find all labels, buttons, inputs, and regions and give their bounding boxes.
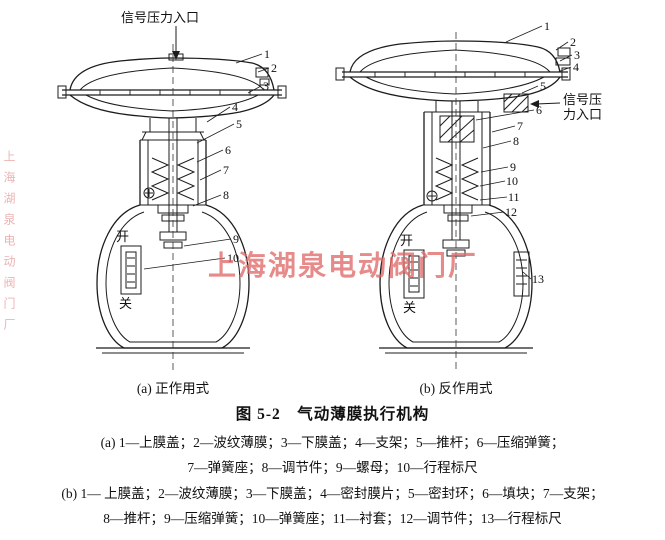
figure-b-packing-block	[439, 115, 475, 143]
callout-b-12: 12	[505, 205, 517, 219]
callout-a-10: 10	[227, 251, 239, 265]
actuator-diagram: 1 2 3 4 5 6 7 8 9 10 开 关	[57, 19, 580, 372]
figure-a-inlet-arrow	[168, 26, 184, 61]
figure-title: 图 5-2 气动薄膜执行机构	[235, 406, 430, 423]
callout-b-5: 5	[540, 79, 546, 93]
figure-b-diaphragm-chamber	[335, 40, 571, 102]
callout-b-9: 9	[510, 160, 516, 174]
figure-b-caption: (b) 反作用式	[419, 381, 493, 396]
callout-b-7: 7	[517, 119, 523, 133]
callout-a-1: 1	[264, 47, 270, 61]
figure-b-drawing	[335, 25, 573, 372]
callout-b-11: 11	[508, 190, 520, 204]
figure-b-indicator-window	[403, 249, 425, 299]
figure-b-bolt	[426, 190, 438, 202]
figure-b-spring	[434, 157, 480, 201]
callout-b-8: 8	[513, 134, 519, 148]
legend-line-a1: (a) 1—上膜盖；2—波纹薄膜；3—下膜盖；4—支架；5—推杆；6—压缩弹簧；	[100, 435, 565, 450]
legend-line-b2: 8—推杆；9—压缩弹簧；10—弹簧座；11—衬套；12—调节件；13—行程标尺	[103, 511, 562, 526]
figure-a-inlet-label: 信号压力入口	[121, 10, 200, 25]
figure-a-spring	[150, 157, 196, 201]
legend-line-b1: (b) 1— 上膜盖；2—波纹薄膜；3—下膜盖；4—密封膜片；5—密封环；6—填…	[61, 486, 604, 501]
figure-b-callouts: 1 2 3 4 5 6 7 8 9 10 11 12 13 开 关	[400, 19, 580, 315]
figure-a-diaphragm-chamber	[57, 57, 287, 119]
figure-b-leader-lines	[470, 25, 573, 280]
legend-line-a2: 7—弹簧座；8—调节件；9—螺母；10—行程标尺	[187, 460, 478, 475]
callout-a-8: 8	[223, 188, 229, 202]
figure-b-close-label: 关	[403, 300, 416, 315]
figure-a-drawing	[57, 26, 287, 372]
figure-a-bolt	[143, 187, 155, 199]
figure-a-open-label: 开	[116, 229, 129, 244]
callout-a-3: 3	[263, 79, 269, 93]
figure-a-callouts: 1 2 3 4 5 6 7 8 9 10 开 关	[116, 47, 277, 311]
figure-b-spring-seat	[443, 204, 473, 214]
callout-b-2: 2	[570, 35, 576, 49]
flange-bolt-ticks-b	[374, 72, 526, 77]
callout-b-1: 1	[544, 19, 550, 33]
callout-b-13: 13	[532, 272, 544, 286]
callout-b-10: 10	[506, 174, 518, 188]
figure-b-inlet-label-line2: 力入口	[563, 107, 603, 122]
figure-a-travel-scale	[120, 245, 142, 295]
callout-b-4: 4	[573, 60, 579, 74]
figure-b-inlet-fitting	[503, 93, 561, 113]
callout-b-6: 6	[536, 103, 542, 117]
figure-b-inlet-label-line1: 信号压	[563, 92, 603, 107]
figure-a-leader-lines	[143, 53, 270, 270]
callout-a-5: 5	[236, 117, 242, 131]
callout-b-3: 3	[574, 48, 580, 62]
figure-b-travel-scale	[513, 251, 530, 297]
figure-b-open-label: 开	[400, 233, 413, 248]
callout-a-2: 2	[271, 61, 277, 75]
callout-a-4: 4	[232, 100, 238, 114]
figure-b-inlet-label: 信号压 力入口	[563, 92, 602, 122]
callout-a-9: 9	[233, 232, 239, 246]
figure-a-close-label: 关	[119, 296, 132, 311]
callout-a-7: 7	[223, 163, 229, 177]
figure-a-caption: (a) 正作用式	[136, 381, 210, 396]
callout-a-6: 6	[225, 143, 231, 157]
flange-bolt-ticks	[99, 90, 251, 95]
figure-b-yoke-column	[423, 101, 491, 240]
